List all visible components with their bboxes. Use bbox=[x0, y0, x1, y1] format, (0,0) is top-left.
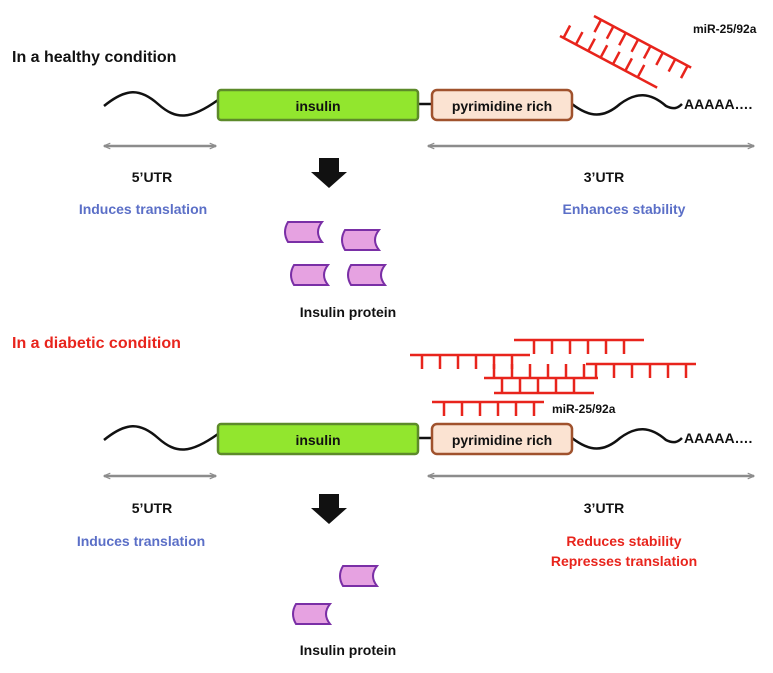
healthy-pyrimidine-box bbox=[430, 88, 574, 122]
healthy-insulin-label: insulin bbox=[295, 98, 340, 114]
diabetic-3utr-label: 3’UTR bbox=[584, 500, 624, 516]
healthy-5utr-label: 5’UTR bbox=[132, 169, 172, 185]
protein-cylinder-icon bbox=[339, 565, 380, 587]
diabetic-insulin-box bbox=[216, 422, 420, 456]
protein-cylinder-icon bbox=[347, 264, 388, 286]
protein-cylinder-icon bbox=[284, 221, 325, 243]
protein-cylinder-icon bbox=[292, 603, 333, 625]
diabetic-proteins bbox=[292, 565, 380, 625]
healthy-insulin-box bbox=[216, 88, 420, 122]
diabetic-mirna-label: miR-25/92a bbox=[552, 402, 616, 416]
diabetic-5utr-effect: Induces translation bbox=[77, 533, 205, 549]
diabetic-mirna-icon bbox=[410, 338, 696, 416]
diabetic-insulin-label: insulin bbox=[295, 432, 340, 448]
healthy-3utr-label: 3’UTR bbox=[584, 169, 624, 185]
diabetic-3utr-effect-2: Represses translation bbox=[551, 553, 697, 569]
protein-cylinder-icon bbox=[290, 264, 331, 286]
healthy-title: In a healthy condition bbox=[12, 49, 176, 66]
healthy-down-arrow-icon bbox=[311, 158, 347, 188]
healthy-polya-tail: AAAAA…. bbox=[684, 96, 752, 112]
diabetic-5utr-label: 5’UTR bbox=[132, 500, 172, 516]
healthy-protein-label: Insulin protein bbox=[300, 304, 396, 320]
healthy-5utr-effect: Induces translation bbox=[79, 201, 207, 217]
diabetic-protein-label: Insulin protein bbox=[300, 642, 396, 658]
healthy-panel: In a healthy condition miR-25/92a bbox=[12, 14, 757, 320]
diabetic-down-arrow-icon bbox=[311, 494, 347, 524]
healthy-mirna-icon bbox=[559, 14, 692, 89]
healthy-pyrimidine-label: pyrimidine rich bbox=[452, 98, 552, 114]
diabetic-panel: In a diabetic condition bbox=[12, 335, 754, 658]
diabetic-pyrimidine-label: pyrimidine rich bbox=[452, 432, 552, 448]
healthy-proteins bbox=[284, 221, 388, 286]
diabetic-mrna-strand bbox=[103, 425, 683, 451]
healthy-3utr-effect: Enhances stability bbox=[563, 201, 686, 217]
healthy-mirna-label: miR-25/92a bbox=[693, 22, 757, 36]
diabetic-title: In a diabetic condition bbox=[12, 335, 181, 352]
diabetic-pyrimidine-box bbox=[430, 422, 574, 456]
protein-cylinder-icon bbox=[341, 229, 382, 251]
diabetic-polya-tail: AAAAA…. bbox=[684, 430, 752, 446]
healthy-mrna-strand bbox=[103, 91, 683, 117]
diabetic-3utr-effect-1: Reduces stability bbox=[566, 533, 681, 549]
